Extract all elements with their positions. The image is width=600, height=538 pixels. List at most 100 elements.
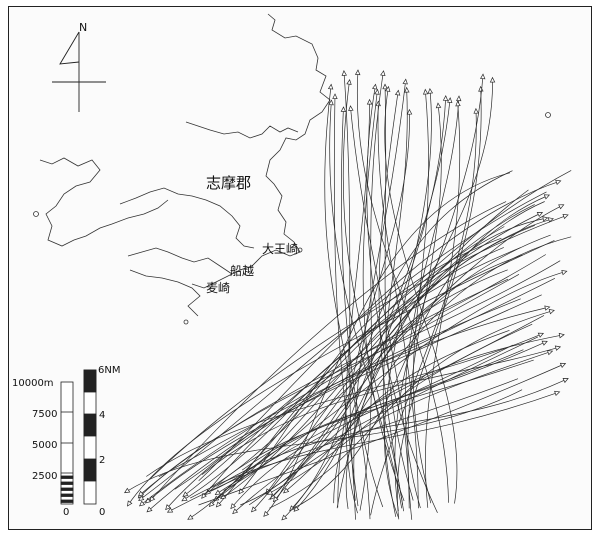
track-arrow — [346, 78, 352, 85]
track-arrow — [402, 78, 408, 85]
coastline-south — [129, 269, 201, 317]
track-arrow — [340, 106, 347, 112]
ship-track — [165, 277, 556, 510]
track-arrow — [480, 73, 486, 80]
track-arrow — [422, 88, 429, 95]
scale-label-6nm: 6NM — [98, 365, 121, 376]
track-arrow — [394, 89, 401, 96]
islet — [297, 247, 303, 253]
track-arrow — [354, 69, 361, 76]
track-arrow — [489, 76, 496, 83]
track-arrow — [127, 500, 133, 507]
ship-track — [223, 270, 567, 491]
track-arrow — [554, 390, 561, 397]
track-arrow — [289, 505, 296, 512]
track-arrow — [427, 87, 434, 94]
track-arrow — [541, 340, 548, 346]
ship-track — [201, 278, 509, 499]
ship-track — [232, 336, 539, 514]
track-arrow — [374, 88, 380, 95]
ship-track — [291, 194, 550, 510]
ship-track — [174, 212, 543, 490]
track-arrow — [232, 508, 239, 515]
ship-track — [329, 100, 403, 509]
ship-track — [167, 378, 519, 513]
scale-label-nm-zero: 0 — [99, 507, 106, 518]
track-arrow — [366, 98, 373, 105]
ship-track — [345, 99, 370, 514]
ship-track — [378, 90, 404, 506]
ship-track — [209, 349, 524, 507]
track-arrow — [543, 194, 551, 200]
coastline-bay-3 — [127, 247, 233, 275]
north-label: N — [79, 21, 88, 34]
track-arrow — [558, 332, 565, 339]
ship-track — [182, 247, 521, 497]
track-arrow — [404, 86, 410, 93]
ship-track — [146, 332, 544, 477]
track-arrow — [327, 83, 334, 90]
track-arrow — [124, 487, 131, 494]
track-arrow — [281, 514, 288, 521]
track-arrow — [165, 504, 171, 511]
track-arrow — [382, 83, 388, 90]
track-arrow — [138, 495, 145, 502]
ship-track — [158, 306, 550, 478]
track-arrow — [348, 105, 354, 112]
track-arrow — [328, 99, 334, 106]
ship-track — [384, 88, 432, 518]
track-arrow — [547, 350, 554, 356]
ship-track — [382, 87, 408, 517]
ship-track — [240, 217, 548, 506]
coastline-bay-1 — [39, 157, 169, 247]
track-arrow — [537, 332, 545, 338]
track-arrow — [473, 107, 479, 114]
track-arrow — [536, 212, 544, 218]
ship-track — [139, 273, 520, 507]
track-arrow — [547, 217, 555, 223]
scale-label-4nm: 4 — [99, 410, 106, 421]
ship-track — [341, 106, 384, 508]
ship-track — [248, 350, 553, 506]
track-arrow — [406, 108, 413, 115]
track-arrow — [542, 216, 549, 222]
islet — [183, 319, 189, 325]
track-arrow — [263, 510, 270, 517]
track-arrow — [435, 102, 442, 109]
track-arrow — [455, 100, 461, 107]
track-arrow — [561, 269, 568, 276]
islet — [33, 211, 39, 217]
ship-tracks — [124, 69, 572, 521]
track-arrow — [272, 496, 279, 503]
ship-track — [377, 101, 419, 509]
ship-track — [201, 346, 561, 475]
track-arrow — [269, 493, 276, 500]
ship-track — [353, 79, 407, 520]
ship-track — [138, 260, 561, 499]
ship-track — [281, 170, 513, 521]
coastline — [33, 13, 551, 325]
ship-track — [384, 86, 458, 504]
place-label-funakoshi: 船越 — [230, 264, 255, 278]
ship-track — [150, 214, 569, 479]
islet — [545, 112, 551, 118]
ship-track — [362, 89, 405, 502]
ship-track — [146, 298, 521, 513]
coastline-east — [191, 13, 331, 289]
track-arrow — [456, 95, 462, 102]
track-arrow — [332, 93, 338, 99]
track-arrow — [375, 100, 381, 107]
ship-track — [238, 237, 502, 495]
track-arrow — [554, 345, 562, 351]
track-arrow — [187, 514, 194, 520]
ship-track — [370, 108, 477, 516]
track-arrow — [146, 506, 153, 513]
track-arrow — [562, 378, 569, 384]
ship-track — [425, 101, 461, 508]
track-arrow — [208, 501, 215, 508]
track-arrow — [371, 83, 378, 90]
ship-track — [149, 201, 507, 502]
ship-track — [333, 93, 359, 507]
ship-track — [356, 69, 449, 503]
